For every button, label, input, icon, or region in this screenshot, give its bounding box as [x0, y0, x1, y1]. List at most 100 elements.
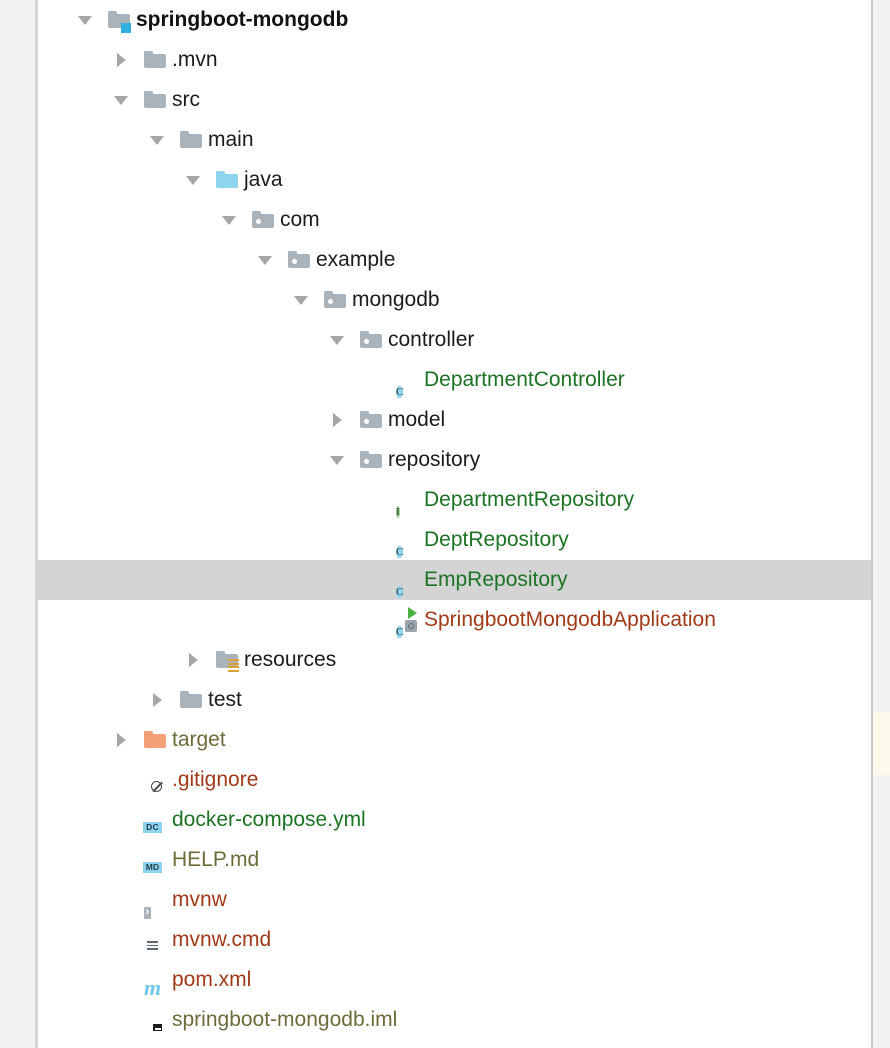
tree-row-label: .mvn: [172, 48, 218, 71]
tree-row-label: java: [244, 168, 283, 191]
tree-row[interactable]: .gitignore: [38, 760, 871, 800]
source-folder-icon: [214, 160, 240, 200]
vertical-scrollbar[interactable]: [873, 0, 890, 1048]
tree-row[interactable]: com: [38, 200, 871, 240]
tree-row-label: test: [208, 688, 242, 711]
tree-row-label: model: [388, 408, 446, 431]
tree-row[interactable]: main: [38, 120, 871, 160]
tree-row-label: .gitignore: [172, 768, 259, 791]
tree-row-label: src: [172, 88, 200, 111]
chevron-down-icon[interactable]: [148, 120, 170, 160]
markdown-file-icon: MD: [142, 840, 168, 880]
tool-window-gutter: [0, 0, 35, 1048]
tree-row[interactable]: MD HELP.md: [38, 840, 871, 880]
tree-row[interactable]: m pom.xml: [38, 960, 871, 1000]
tree-row-label: springboot-mongodb: [136, 8, 349, 31]
chevron-down-icon[interactable]: [256, 240, 278, 280]
tree-row-label: mvnw.cmd: [172, 928, 272, 951]
tree-row[interactable]: springboot-mongodb: [38, 0, 871, 40]
tree-row[interactable]: target: [38, 720, 871, 760]
tree-row[interactable]: java: [38, 160, 871, 200]
tree-row[interactable]: resources: [38, 640, 871, 680]
tree-row[interactable]: test: [38, 680, 871, 720]
tree-row[interactable]: mvnw.cmd: [38, 920, 871, 960]
package-icon: [250, 200, 276, 240]
chevron-down-icon[interactable]: [184, 160, 206, 200]
java-class-icon: C: [396, 386, 404, 398]
folder-icon: [142, 80, 168, 120]
tree-row-selected[interactable]: C EmpRepository: [38, 560, 871, 600]
tree-row[interactable]: springboot-mongodb.iml: [38, 1000, 871, 1040]
chevron-right-icon[interactable]: [184, 640, 206, 680]
tree-row[interactable]: › mvnw: [38, 880, 871, 920]
package-icon: [286, 240, 312, 280]
tree-row[interactable]: src: [38, 80, 871, 120]
module-folder-icon: [106, 0, 132, 40]
chevron-right-icon[interactable]: [112, 40, 134, 80]
package-icon: [322, 280, 348, 320]
iml-module-file-icon: [142, 1000, 168, 1040]
tree-row[interactable]: repository: [38, 440, 871, 480]
tree-row-label: mvnw: [172, 888, 227, 911]
tree-row-label: docker-compose.yml: [172, 808, 366, 831]
java-interface-icon: I: [396, 506, 400, 518]
java-class-icon: C: [396, 586, 404, 598]
tree-row[interactable]: C DepartmentController: [38, 360, 871, 400]
chevron-right-icon[interactable]: [328, 400, 350, 440]
tree-row[interactable]: example: [38, 240, 871, 280]
file-type-badge: MD: [143, 862, 162, 873]
tree-row[interactable]: controller: [38, 320, 871, 360]
chevron-down-icon[interactable]: [328, 440, 350, 480]
tree-row-label: EmpRepository: [424, 568, 568, 591]
tree-row-label: com: [280, 208, 320, 231]
chevron-right-icon[interactable]: [112, 720, 134, 760]
tree-row[interactable]: mongodb: [38, 280, 871, 320]
tree-row-label: example: [316, 248, 396, 271]
tree-row-label: DeptRepository: [424, 528, 569, 551]
tree-row[interactable]: I DepartmentRepository: [38, 480, 871, 520]
shell-script-icon: ›: [144, 907, 151, 919]
spring-boot-run-class-icon: C: [394, 600, 420, 640]
folder-icon: [142, 40, 168, 80]
tree-row-label: mongodb: [352, 288, 440, 311]
tree-row-label: pom.xml: [172, 968, 252, 991]
tree-row-label: springboot-mongodb.iml: [172, 1008, 398, 1031]
tree-row-label: SpringbootMongodbApplication: [424, 608, 716, 631]
tree-row[interactable]: model: [38, 400, 871, 440]
chevron-down-icon[interactable]: [292, 280, 314, 320]
tree-row-label: HELP.md: [172, 848, 260, 871]
chevron-down-icon[interactable]: [112, 80, 134, 120]
file-type-badge: DC: [143, 822, 162, 833]
chevron-down-icon[interactable]: [220, 200, 242, 240]
tree-row-label: main: [208, 128, 254, 151]
tree-row-label: repository: [388, 448, 481, 471]
scrollbar-divider: [871, 0, 873, 1048]
chevron-down-icon[interactable]: [328, 320, 350, 360]
package-icon: [358, 400, 384, 440]
tree-row[interactable]: DC docker-compose.yml: [38, 800, 871, 840]
text-file-icon: [142, 920, 168, 960]
tree-row-label: DepartmentController: [424, 368, 625, 391]
resources-folder-icon: [214, 640, 240, 680]
chevron-down-icon[interactable]: [76, 0, 98, 40]
folder-icon: [178, 680, 204, 720]
package-icon: [358, 440, 384, 480]
chevron-right-icon[interactable]: [148, 680, 170, 720]
tree-row[interactable]: C DeptRepository: [38, 520, 871, 560]
tree-row[interactable]: .mvn: [38, 40, 871, 80]
maven-file-icon: m: [144, 975, 162, 1000]
package-icon: [358, 320, 384, 360]
tree-row-label: target: [172, 728, 226, 751]
tree-row-label: resources: [244, 648, 337, 671]
folder-icon: [178, 120, 204, 160]
ignored-file-icon: [142, 760, 168, 800]
tree-row-label: controller: [388, 328, 475, 351]
excluded-folder-icon: [142, 720, 168, 760]
tree-row-label: DepartmentRepository: [424, 488, 635, 511]
tool-window-divider: [35, 0, 38, 1048]
docker-compose-file-icon: DC: [142, 800, 168, 840]
java-class-icon: C: [396, 546, 404, 558]
